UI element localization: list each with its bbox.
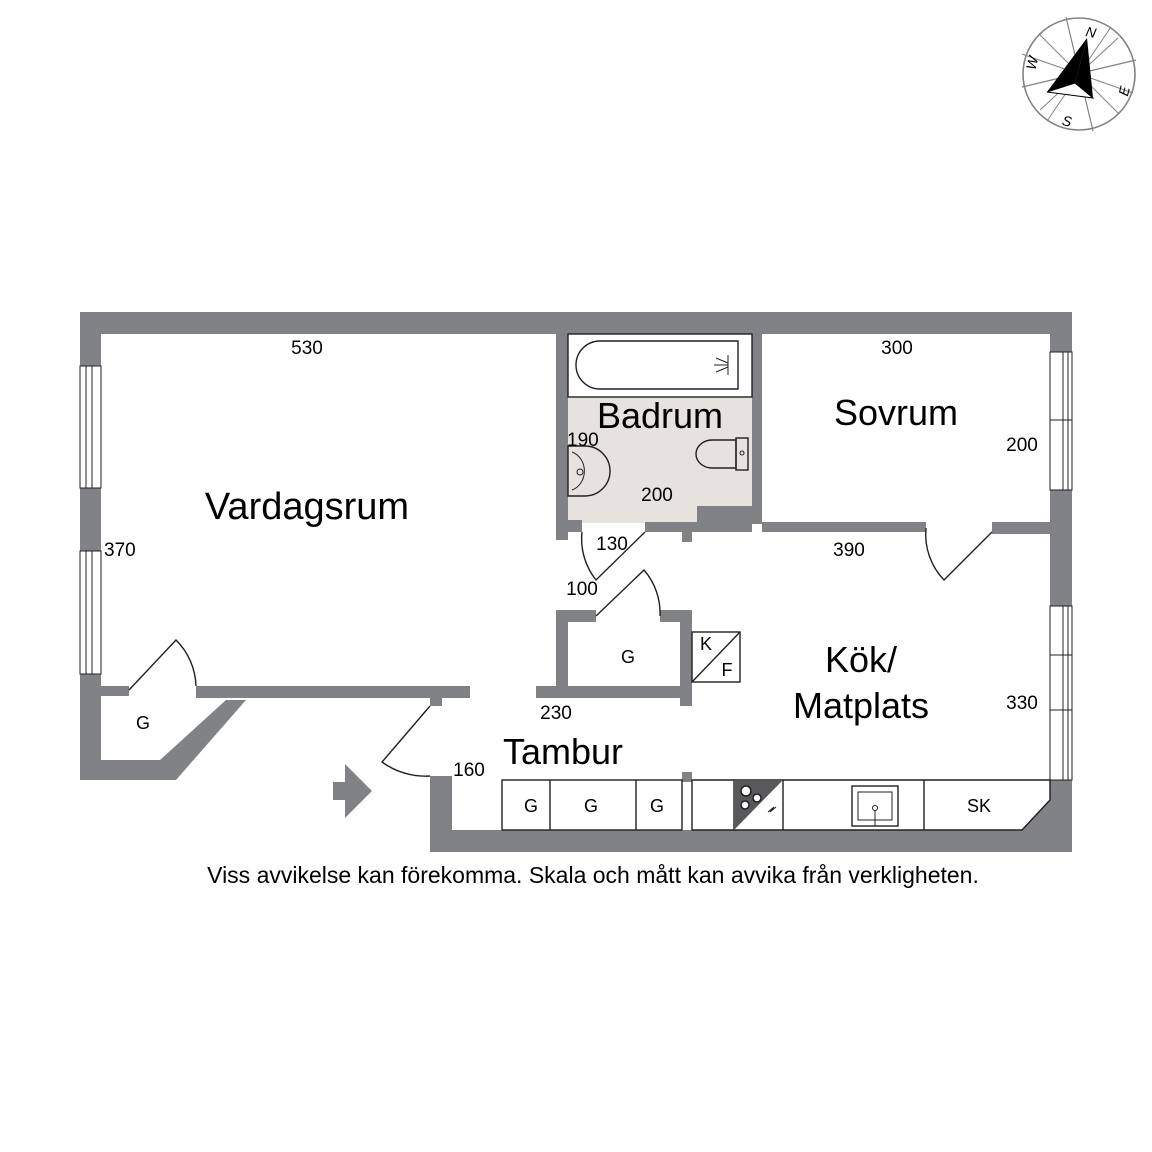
room-label-hall: Tambur [503, 731, 623, 772]
freezer-label: F [722, 660, 733, 680]
dim-hall-width: 230 [540, 703, 572, 724]
walls [80, 312, 1072, 852]
dim-hall-door: 100 [566, 579, 598, 600]
wardrobe-living: G [136, 713, 150, 733]
wardrobe-1: G [524, 796, 538, 816]
entrance-arrow-icon [333, 764, 372, 818]
dim-hall-depth: 160 [453, 760, 485, 781]
bathroom-floor [568, 397, 752, 523]
room-label-dining: Matplats [793, 685, 929, 726]
dim-bath-width: 200 [641, 485, 673, 506]
room-label-living: Vardagsrum [205, 486, 409, 528]
fridge-label: K [700, 634, 712, 654]
compass-n: N [1084, 23, 1098, 41]
kitchen-counter [691, 779, 1051, 831]
dim-kitchen-width: 390 [833, 540, 865, 561]
compass-s: S [1061, 112, 1074, 130]
dim-living-width: 530 [291, 338, 323, 359]
dim-bath-door: 130 [596, 534, 628, 555]
dim-kitchen-depth: 330 [1006, 693, 1038, 714]
wardrobe-2: G [584, 796, 598, 816]
dim-bedroom-depth: 200 [1006, 435, 1038, 456]
doors [128, 527, 993, 777]
room-label-bedroom: Sovrum [834, 392, 958, 433]
wardrobes [501, 779, 683, 831]
kitchen-sink-icon [851, 785, 899, 827]
cabinet-label: SK [967, 796, 991, 816]
dim-living-depth: 370 [104, 540, 136, 561]
dim-bath-depth: 190 [567, 430, 599, 451]
wardrobe-3: G [650, 796, 664, 816]
dim-bedroom-width: 300 [881, 338, 913, 359]
wardrobe-hall-closet: G [621, 647, 635, 667]
compass-w: W [1023, 53, 1042, 71]
compass-icon [1021, 16, 1137, 132]
room-label-kitchen: Kök/ [825, 639, 897, 680]
bathtub-icon [567, 333, 753, 398]
fridge-freezer [691, 631, 741, 683]
room-label-bath: Badrum [597, 395, 723, 436]
sink-icon [567, 445, 611, 497]
compass-e: E [1115, 84, 1133, 98]
windows [79, 351, 1073, 781]
disclaimer-text: Viss avvikelse kan förekomma. Skala och … [207, 862, 979, 888]
toilet-icon [695, 437, 749, 471]
